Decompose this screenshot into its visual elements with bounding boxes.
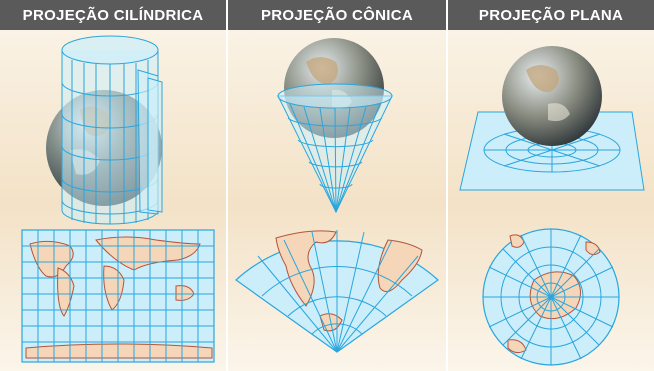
projection-cone bbox=[277, 83, 393, 214]
panel-plane: PROJEÇÃO PLANA bbox=[448, 0, 654, 371]
globe bbox=[502, 46, 602, 146]
panel-conic: PROJEÇÃO CÔNICA bbox=[228, 0, 446, 371]
conic-illustration bbox=[235, 38, 439, 353]
plane-illustration bbox=[459, 46, 645, 366]
panel-cylindrical: PROJEÇÃO CILÍNDRICA bbox=[0, 0, 226, 371]
panel-title-plane: PROJEÇÃO PLANA bbox=[448, 0, 654, 30]
cylindrical-map bbox=[21, 229, 215, 363]
cylindrical-illustration bbox=[21, 35, 215, 363]
azimuthal-map bbox=[482, 228, 620, 366]
conic-map bbox=[235, 230, 439, 353]
cylinder-flap bbox=[137, 69, 163, 215]
panel-title-cylindrical: PROJEÇÃO CILÍNDRICA bbox=[0, 0, 226, 30]
panel-title-conic: PROJEÇÃO CÔNICA bbox=[228, 0, 446, 30]
